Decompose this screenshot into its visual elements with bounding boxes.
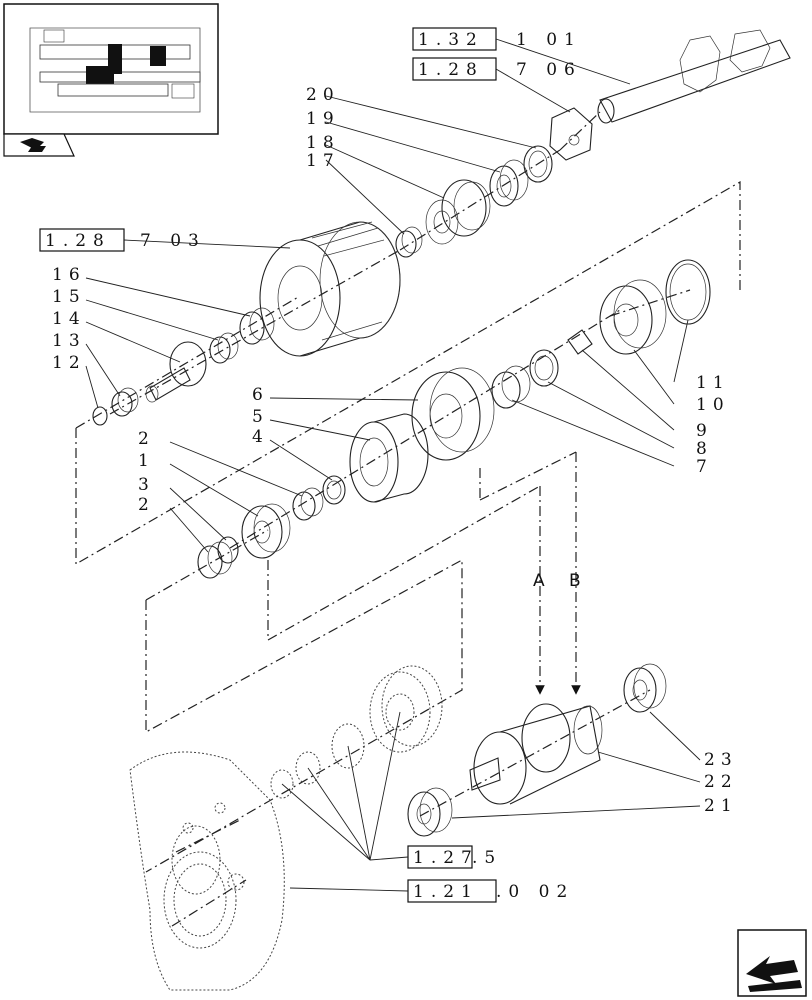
part-label-16: 16	[52, 265, 86, 285]
part-label-18: 18	[306, 133, 340, 153]
clutch-pack	[259, 221, 401, 357]
part-label-8: 8	[696, 439, 713, 459]
part-15-bearing	[209, 332, 239, 364]
lower-axis-line	[419, 689, 651, 817]
connector-line-4	[479, 451, 577, 501]
connector-line-2	[267, 485, 541, 641]
part-22-shaft	[469, 703, 603, 805]
assembly-frame-upper	[75, 180, 741, 566]
part-3-ring	[217, 536, 239, 564]
book-icon	[3, 133, 75, 157]
part-7-bearing	[491, 365, 531, 409]
axis-lines	[109, 149, 691, 549]
reference-1-28-706[interactable]: 1.28 7 06	[412, 57, 582, 81]
part-label-9: 9	[696, 421, 713, 441]
part-6-gear	[411, 367, 495, 461]
connector-a-label: A	[533, 571, 545, 591]
part-label-3: 3	[138, 475, 155, 495]
part-label-22: 22	[704, 772, 738, 792]
part-2a-bearing	[292, 487, 324, 521]
reference-1-21-suffix: .0 02	[496, 882, 574, 902]
part-label-15: 15	[52, 287, 86, 307]
part-17-bearing	[395, 226, 423, 258]
part-9-clip	[567, 329, 593, 355]
part-13-bearing	[111, 387, 139, 417]
reference-1-27[interactable]: 1.27 .5	[407, 845, 502, 869]
part-label-12: 12	[52, 353, 86, 373]
reference-1-32[interactable]: 1.32 1 01	[412, 27, 582, 51]
part-20-ring	[523, 145, 553, 183]
part-21-bearing	[407, 787, 453, 837]
bracket-part	[549, 107, 593, 161]
part-label-5: 5	[252, 407, 269, 427]
part-label-20: 20	[306, 85, 340, 105]
part-1-gear	[241, 503, 291, 559]
part-label-23: 23	[704, 750, 738, 770]
part-label-11: 11	[696, 373, 730, 393]
reference-1-28-706-prefix: 1.28	[418, 60, 484, 80]
part-label-2a: 2	[138, 429, 155, 449]
part-12-ring	[92, 406, 108, 426]
part-label-13: 13	[52, 331, 86, 351]
reference-1-21-housing	[129, 751, 409, 991]
assembly-frame-lower	[145, 529, 463, 873]
part-19-bearing	[489, 159, 529, 207]
transmission-thumbnail-icon[interactable]	[3, 3, 219, 135]
part-16-bearing	[239, 307, 275, 345]
part-label-21: 21	[704, 796, 738, 816]
reference-1-27-parts	[270, 665, 443, 861]
top-shaft	[559, 29, 791, 151]
part-label-2b: 2	[138, 495, 155, 515]
part-label-14: 14	[52, 309, 86, 329]
next-page-arrow-icon[interactable]	[737, 929, 807, 997]
part-label-19: 19	[306, 109, 340, 129]
reference-1-27-suffix: .5	[472, 848, 502, 868]
part-18-gear	[425, 179, 491, 245]
part-label-1: 1	[138, 451, 155, 471]
reference-1-21[interactable]: 1.21 .0 02	[407, 879, 574, 903]
reference-1-28-706-suffix: 7 06	[516, 60, 582, 80]
reference-1-28-703-suffix: 7 03	[140, 231, 206, 251]
part-5-sleeve	[349, 413, 429, 503]
part-label-10: 10	[696, 395, 730, 415]
reference-1-32-suffix: 1 01	[516, 30, 582, 50]
reference-1-28-703-prefix: 1.28	[45, 231, 111, 251]
connector-b-label: B	[569, 571, 581, 591]
leader-lines	[85, 38, 701, 819]
part-4-ring	[322, 475, 346, 505]
part-label-7: 7	[696, 457, 713, 477]
part-23-bearing	[623, 663, 667, 713]
part-11-snap-ring	[665, 259, 711, 325]
reference-1-21-prefix: 1.21	[413, 882, 479, 902]
reference-1-27-prefix: 1.27	[413, 848, 479, 868]
part-label-6: 6	[252, 385, 269, 405]
part-8-ring	[529, 349, 559, 387]
part-label-17: 17	[306, 151, 340, 171]
reference-1-28-703[interactable]: 1.28 7 03	[39, 228, 206, 252]
part-2b-bearing	[197, 541, 233, 579]
part-label-4: 4	[252, 427, 269, 447]
part-10-bearing	[599, 279, 667, 355]
reference-1-32-prefix: 1.32	[418, 30, 484, 50]
